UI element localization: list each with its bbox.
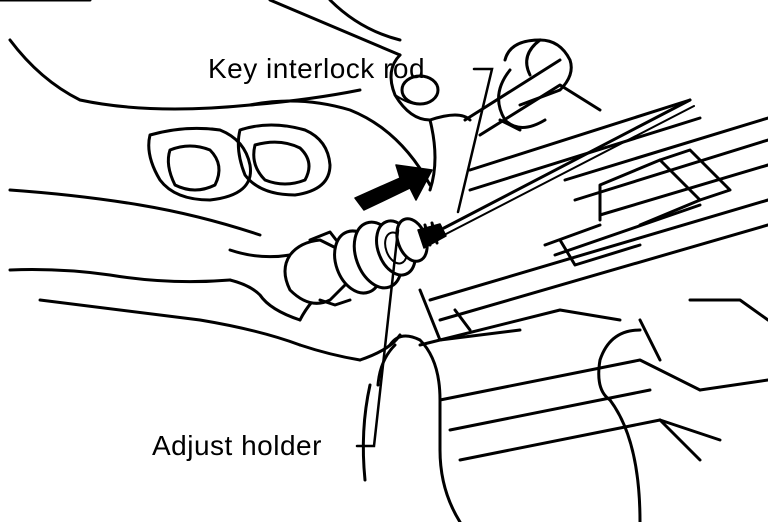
upper-hand bbox=[268, 0, 573, 192]
key-interlock-rod-leader bbox=[456, 67, 494, 214]
left-hand-fingers bbox=[0, 0, 432, 202]
push-direction-arrow-icon bbox=[354, 164, 433, 211]
adjust-holder-leader bbox=[355, 228, 400, 448]
adjust-holder-callout: Adjust holder bbox=[152, 228, 400, 461]
lower-hand bbox=[376, 328, 642, 522]
key-interlock-rod-callout: Key interlock rod bbox=[208, 53, 494, 214]
key-interlock-rod-label: Key interlock rod bbox=[208, 53, 425, 84]
shifter-console bbox=[418, 58, 768, 462]
left-hand-palm bbox=[8, 188, 402, 482]
adjust-holder-label: Adjust holder bbox=[152, 430, 322, 461]
key-interlock-rod bbox=[442, 98, 695, 235]
